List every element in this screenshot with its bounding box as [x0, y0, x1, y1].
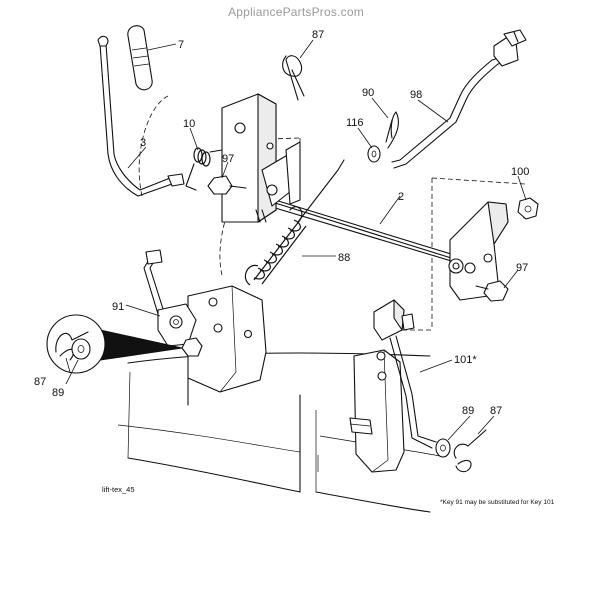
part-97-bolt-right	[475, 280, 509, 302]
callout-leaders	[65, 39, 527, 441]
callout-100: 100	[511, 166, 529, 178]
callout-89-right: 89	[462, 405, 474, 417]
callout-87-left: 87	[34, 376, 46, 388]
part-116-washer	[367, 145, 381, 163]
callout-101: 101*	[454, 354, 477, 366]
part-10-torsion-spring	[185, 147, 223, 191]
callout-97-top: 97	[222, 153, 234, 165]
callout-89-left: 89	[52, 387, 64, 399]
callout-90: 90	[362, 87, 374, 99]
part-91-lift-link	[143, 249, 203, 357]
callout-116: 116	[346, 117, 364, 129]
callout-3: 3	[140, 137, 146, 149]
part-100-nut	[517, 197, 539, 220]
callout-87-top: 87	[312, 29, 324, 41]
callout-88: 88	[338, 252, 350, 264]
callout-97-right: 97	[516, 262, 528, 274]
callout-labels: 7 87 3 10 97 116 90 98 2 100 97 88 91 87…	[34, 29, 529, 417]
center-pivot-bracket	[221, 93, 301, 223]
callout-7: 7	[178, 39, 184, 51]
callout-10: 10	[183, 118, 195, 130]
part-97-bolt-top	[207, 175, 247, 195]
part-88-extension-spring	[244, 159, 345, 286]
left-lift-bracket	[187, 285, 267, 406]
right-lift-bracket	[349, 349, 405, 473]
callout-91: 91	[112, 301, 124, 313]
detail-zoom-circle	[46, 314, 183, 374]
figure-id: lift-tex_45	[102, 485, 135, 494]
part-98-rod	[391, 29, 527, 169]
callout-87-right: 87	[490, 405, 502, 417]
part-3-lift-handle	[97, 35, 185, 197]
part-101-lift-link	[373, 299, 437, 449]
part-87-hairpin-right	[453, 429, 487, 473]
part-7-handle-grip	[127, 25, 153, 91]
part-87-hairpin-top	[282, 55, 305, 101]
part-90-hairpin	[385, 111, 399, 149]
site-watermark: AppliancePartsPros.com	[228, 5, 364, 19]
footnote: *Key 91 may be substituted for Key 101	[440, 499, 555, 506]
part-89-washer-right	[435, 438, 451, 458]
callout-98: 98	[410, 89, 422, 101]
callout-2: 2	[398, 191, 404, 203]
